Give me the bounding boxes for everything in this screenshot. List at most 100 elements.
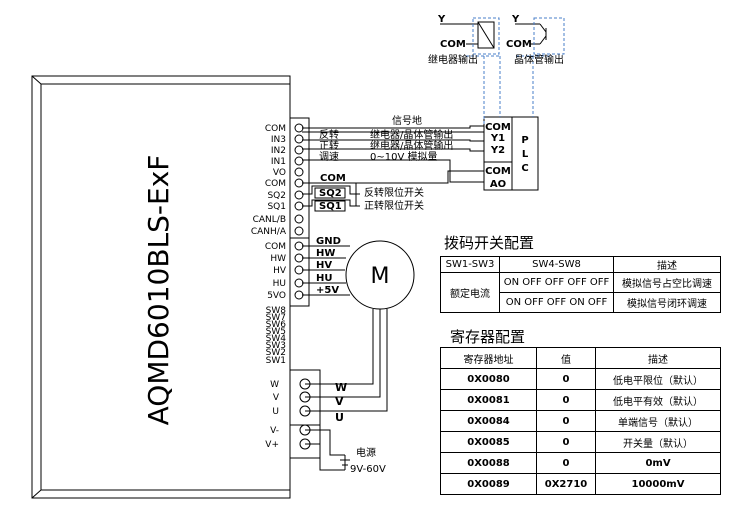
reg-header-desc: 描述 — [595, 347, 721, 369]
reg-desc: 0mV — [595, 452, 721, 474]
pin-label-sq1: SQ1 — [267, 202, 286, 212]
motor-wire-label: HV — [316, 260, 332, 271]
dip-row-1-switches: ON OFF OFF OFF OFF — [499, 272, 614, 293]
speed-label: 调速 — [319, 151, 339, 163]
pin-label-sw5: SW5 — [266, 327, 286, 337]
reg-header-address: 寄存器地址 — [440, 347, 537, 369]
plc-label-c: C — [521, 163, 528, 174]
pin-label-sw1: SW1 — [266, 356, 286, 366]
terminal-screw — [294, 265, 304, 275]
forward-label: 正转 — [319, 139, 339, 152]
dip-header-sw4-8: SW4-SW8 — [499, 256, 614, 273]
pin-label-com: COM — [265, 124, 286, 134]
pin-label-canh-a: CANH/A — [251, 227, 287, 237]
terminal-screw — [294, 190, 304, 200]
power-range-label: 9V-60V — [350, 464, 386, 475]
motor-wire-label: GND — [316, 236, 341, 247]
driver-model-label: AQMD6010BLS-ExF — [142, 155, 175, 426]
analog-label: 0~10V 模拟量 — [370, 150, 438, 163]
pin-label-sw2: SW2 — [266, 348, 286, 358]
dip-header-desc: 描述 — [613, 256, 721, 273]
motor-wire-label: HW — [316, 248, 335, 259]
reg-address: 0X0089 — [440, 473, 537, 495]
terminal-screw — [294, 123, 304, 133]
pin-label-com: COM — [265, 179, 286, 189]
terminal-screw — [294, 214, 304, 224]
reg-address: 0X0088 — [440, 452, 537, 474]
relay-com-label: COM — [440, 39, 466, 50]
reg-value: 0 — [536, 368, 596, 390]
plc-terminal-ao: AO — [490, 179, 506, 190]
phase-v-label: V — [335, 395, 344, 408]
pin-label-sw6: SW6 — [266, 320, 287, 330]
terminal-screw — [294, 253, 304, 263]
terminal-screw — [294, 134, 304, 144]
fwd-limit-label: 正转限位开关 — [364, 199, 424, 212]
power-pin-label: V — [273, 393, 280, 403]
terminal-screw — [294, 156, 304, 166]
pin-label-hw: HW — [270, 254, 286, 264]
dip-row-2-switches: ON OFF OFF ON OFF — [499, 292, 614, 313]
sq2-label: SQ2 — [319, 188, 342, 199]
plc-label-l: L — [522, 149, 529, 160]
terminal-screw — [294, 290, 304, 300]
sq1-label: SQ1 — [319, 201, 342, 212]
phase-wires — [305, 309, 388, 471]
plc-block — [483, 116, 539, 191]
reg-value: 0 — [536, 431, 596, 453]
terminal-screw — [294, 167, 304, 177]
terminal-screw — [294, 226, 304, 236]
rev-limit-label: 反转限位开关 — [364, 186, 424, 199]
relay-output-label: 继电器输出 — [428, 53, 478, 66]
pin-label-5vo: 5VO — [267, 291, 286, 301]
terminal-screw — [294, 241, 304, 251]
terminal-screw — [294, 278, 304, 288]
pin-label-hu: HU — [273, 279, 286, 289]
reg-address: 0X0081 — [440, 389, 537, 411]
terminal-screw — [294, 178, 304, 188]
pin-label-sw3: SW3 — [266, 341, 286, 351]
plc-label-p: P — [521, 135, 528, 146]
dip-row-2-desc: 模拟信号闭环调速 — [613, 292, 721, 313]
pin-label-hv: HV — [273, 266, 287, 276]
pin-label-sw8: SW8 — [266, 306, 287, 316]
motor-wire-label: +5V — [316, 285, 339, 296]
reg-desc: 低电平限位（默认） — [595, 368, 721, 390]
output-dashed-lines — [466, 55, 552, 126]
hall-terminal-block — [289, 237, 310, 307]
pin-label-sq2: SQ2 — [267, 191, 286, 201]
power-pin-label: V- — [270, 426, 279, 436]
dip-config-title: 拨码开关配置 — [444, 234, 534, 252]
com-wire-label: COM — [320, 173, 346, 184]
reg-header-value: 值 — [536, 347, 596, 369]
transistor-symbol — [515, 17, 565, 55]
reg-desc: 开关量（默认） — [595, 431, 721, 453]
pin-label-com: COM — [265, 242, 286, 252]
motor-wire-label: HU — [316, 273, 333, 284]
reg-address: 0X0080 — [440, 368, 537, 390]
power-terminal-block — [289, 369, 321, 459]
dip-row-label: 额定电流 — [440, 272, 500, 313]
phase-u-label: U — [335, 411, 344, 424]
power-pin-label: V+ — [265, 440, 279, 450]
pin-label-in2: IN2 — [271, 146, 286, 156]
signal-wires — [302, 125, 484, 207]
pin-label-in1: IN1 — [271, 157, 286, 167]
reg-value: 0 — [536, 452, 596, 474]
plc-terminal-com1: COM — [485, 122, 511, 133]
reg-value: 0 — [536, 410, 596, 432]
register-config-title: 寄存器配置 — [450, 328, 525, 346]
pin-label-sw4: SW4 — [266, 334, 287, 344]
relay-transistor-2-label: 继电器/晶体管输出 — [370, 139, 453, 152]
reg-address: 0X0085 — [440, 431, 537, 453]
phase-w-label: W — [335, 381, 347, 394]
hall-wires — [302, 245, 350, 296]
motor-letter: M — [371, 264, 390, 289]
reg-address: 0X0084 — [440, 410, 537, 432]
reg-value: 0 — [536, 389, 596, 411]
dip-config-table: SW1-SW3 SW4-SW8 描述 额定电流 ON OFF OFF OFF O… — [440, 256, 721, 313]
dip-row-1-desc: 模拟信号占空比调速 — [613, 272, 721, 293]
reverse-label: 反转 — [319, 128, 339, 141]
